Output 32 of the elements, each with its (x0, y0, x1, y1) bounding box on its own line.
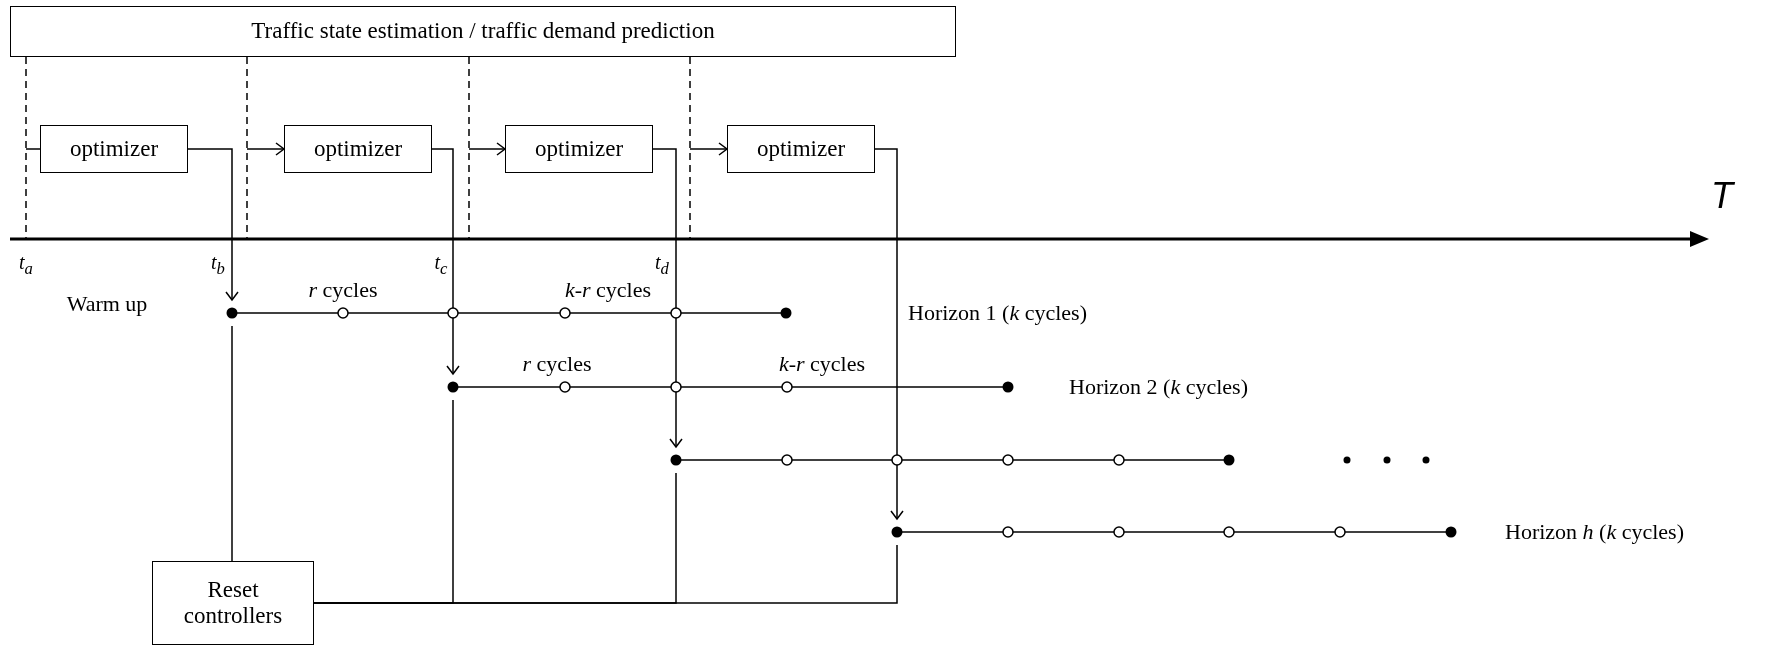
time-label: t$_{d}$ (655, 251, 669, 279)
process-box (40, 125, 188, 173)
annotation-text: k-r cycles (564, 277, 652, 303)
annotation-text: k-r cycles (778, 351, 866, 377)
time-label: t$_{c}$ (434, 251, 448, 279)
connector-arrow (431, 148, 460, 375)
time-label: t$_{b}$ (211, 251, 225, 279)
box-label: Traffic state estimation / traffic demand prediction (251, 18, 715, 45)
box-label: optimizer (69, 135, 159, 163)
process-box (727, 125, 875, 173)
process-box (284, 125, 432, 173)
horizon-label: Horizon h (k cycles) (1505, 519, 1684, 545)
axis-label: T (1711, 175, 1733, 217)
process-box (505, 125, 653, 173)
process-box (152, 561, 314, 645)
connector-arrow (689, 142, 728, 156)
connector-arrow (652, 148, 683, 448)
annotation-text: Warm up (66, 291, 148, 317)
connector-arrow (468, 142, 506, 156)
connector-arrow (187, 148, 239, 301)
horizon-label: Horizon 2 (k cycles) (1069, 374, 1248, 400)
annotation-text: r cycles (308, 277, 378, 303)
process-box (10, 6, 956, 57)
time-label: t$_{a}$ (19, 251, 33, 279)
box-label: Reset controllers (182, 576, 284, 630)
connector-arrow (874, 148, 904, 520)
box-label: optimizer (756, 135, 846, 163)
box-label: optimizer (534, 135, 624, 163)
horizon-label: Horizon 1 (k cycles) (908, 300, 1087, 326)
annotation-text: r cycles (522, 351, 592, 377)
box-label: optimizer (313, 135, 403, 163)
connector-arrow (246, 142, 285, 156)
